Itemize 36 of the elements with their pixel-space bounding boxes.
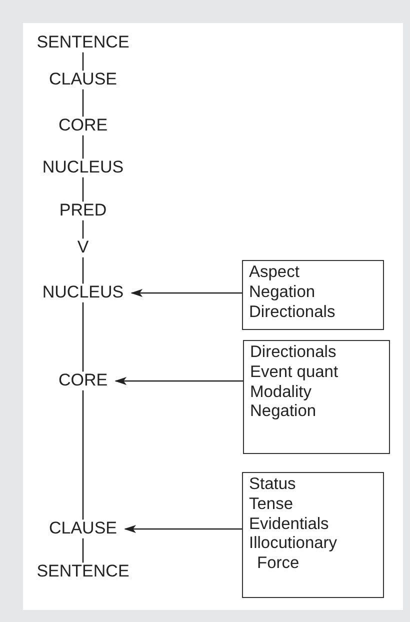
tree-line xyxy=(82,52,84,71)
tree-line xyxy=(82,220,84,239)
arrow xyxy=(124,525,242,533)
operator-label: Illocutionary Force xyxy=(249,534,338,574)
operator-box xyxy=(243,340,390,454)
tree-line xyxy=(82,390,84,520)
operator-label: Negation xyxy=(250,402,318,422)
tree-line xyxy=(82,257,84,284)
operator-label: Aspect xyxy=(249,263,300,283)
operator-box xyxy=(242,260,384,330)
operator-label: Evidentials xyxy=(249,514,330,534)
operator-label: Event quant xyxy=(250,362,340,383)
arrow xyxy=(130,289,242,297)
tree-node-label: PRED xyxy=(59,202,107,220)
tree-node-label: NUCLEUS xyxy=(42,284,124,302)
operator-label: Status xyxy=(249,475,297,495)
tree-node-label: SENTENCE xyxy=(36,562,130,582)
tree-node-label: CORE xyxy=(58,372,108,390)
tree-node-label: CLAUSE xyxy=(48,70,118,90)
tree-line xyxy=(82,302,84,372)
tree-node-label: V xyxy=(77,238,89,258)
tree-node-label: SENTENCE xyxy=(36,34,130,52)
operator-box xyxy=(242,472,384,598)
tree-line xyxy=(82,538,84,563)
operator-label: Negation xyxy=(249,282,316,303)
tree-line xyxy=(82,177,84,202)
operator-label: Tense xyxy=(249,494,294,515)
tree-node-label: CORE xyxy=(58,116,108,136)
operator-label: Directionals xyxy=(250,343,338,363)
tree-node-label: NUCLEUS xyxy=(42,158,124,178)
tree-line xyxy=(82,89,84,117)
operator-label: Modality xyxy=(250,382,312,402)
operator-label: Directionals xyxy=(249,302,336,322)
tree-node-label: CLAUSE xyxy=(48,520,118,538)
arrow xyxy=(114,377,243,385)
tree-line xyxy=(82,135,84,159)
